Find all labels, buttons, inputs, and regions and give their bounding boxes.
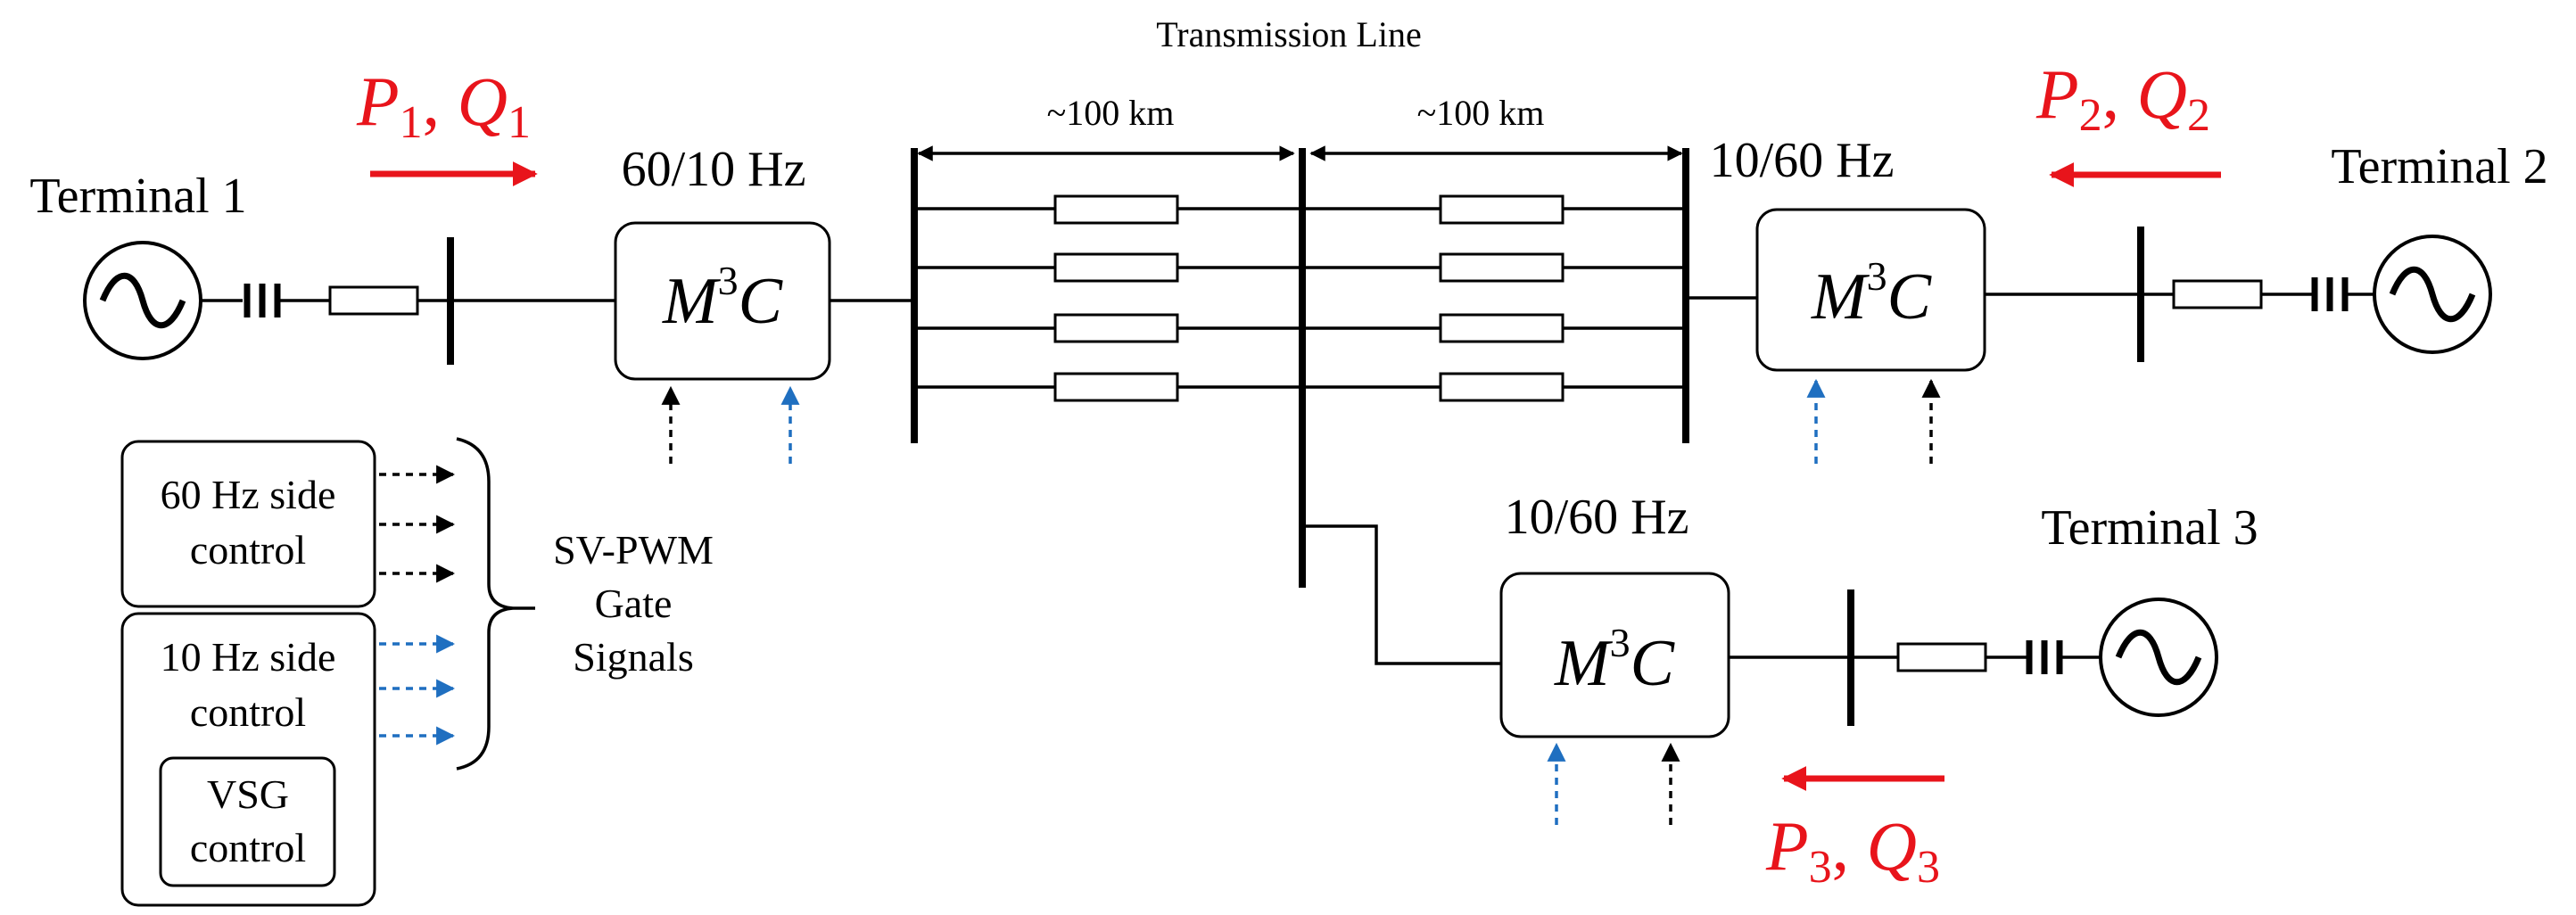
10hz-control-label-line1: 10 Hz side <box>161 634 336 680</box>
terminal-3-impedance-icon <box>1896 642 1987 672</box>
left-impedance-2 <box>1053 252 1179 283</box>
10hz-control-label-line2: control <box>190 689 306 735</box>
converter-3-frequency-label: 10/60 Hz <box>1505 490 1689 545</box>
terminal-1-impedance-icon <box>328 285 419 316</box>
power-flow-1-label: P1, Q1 <box>356 62 531 148</box>
left-impedance-1 <box>1053 194 1179 225</box>
right-impedance-1 <box>1439 194 1565 225</box>
right-impedance-3 <box>1439 313 1565 343</box>
gate-signals-label-line2: Gate <box>595 581 673 626</box>
terminal-1-ac-source-icon <box>83 241 202 360</box>
terminal-1-transformer-icon <box>244 284 281 317</box>
bus-to-c3-wire <box>1302 524 1501 665</box>
60hz-gate-signal-arrows <box>379 465 456 583</box>
terminal-2-impedance-icon <box>2172 279 2263 309</box>
converter-1-m3c-label: M3C <box>662 258 784 338</box>
converter-1-frequency-label: 60/10 Hz <box>622 142 806 197</box>
svg-text:P2, Q2: P2, Q2 <box>2035 55 2210 141</box>
10hz-gate-signal-arrows <box>379 634 456 746</box>
svg-text:P3, Q3: P3, Q3 <box>1765 807 1940 893</box>
terminal-3-label: Terminal 3 <box>2041 500 2258 556</box>
terminal-3-ac-source-icon <box>2099 598 2218 717</box>
right-span-impedances <box>1439 194 1565 402</box>
converter-2-m3c-label: M3C <box>1811 253 1933 334</box>
terminal-2-label: Terminal 2 <box>2331 139 2547 194</box>
vsg-control-label-line1: VSG <box>207 771 289 817</box>
power-flow-2-label: P2, Q2 <box>2035 55 2210 141</box>
60hz-control-label-line1: 60 Hz side <box>161 472 336 517</box>
terminal-2-ac-source-icon <box>2373 235 2492 354</box>
transmission-line-title: Transmission Line <box>1156 14 1421 54</box>
vsg-control-box <box>159 756 336 887</box>
left-span-impedances <box>1053 194 1179 402</box>
right-span-length-label: ~100 km <box>1417 93 1545 133</box>
svg-text:P1, Q1: P1, Q1 <box>356 62 531 148</box>
terminal-2-transformer-icon <box>2311 277 2349 311</box>
left-impedance-4 <box>1053 372 1179 402</box>
converter-2-frequency-label: 10/60 Hz <box>1710 133 1895 188</box>
right-impedance-2 <box>1439 252 1565 283</box>
gate-signals-label-line1: SV-PWM <box>553 527 714 573</box>
gate-signals-brace <box>456 437 514 771</box>
terminal-1-label: Terminal 1 <box>29 169 246 224</box>
converter-3-m3c-box <box>1499 572 1730 738</box>
left-impedance-3 <box>1053 313 1179 343</box>
60hz-side-control-box <box>120 440 376 608</box>
converter-3-m3c-label: M3C <box>1554 620 1676 700</box>
right-impedance-4 <box>1439 372 1565 402</box>
power-flow-3-label: P3, Q3 <box>1765 807 1940 893</box>
terminal-3-transformer-icon <box>2026 640 2063 674</box>
converter-2-m3c-box <box>1755 208 1986 372</box>
left-span-length-label: ~100 km <box>1047 93 1175 133</box>
vsg-control-label-line2: control <box>190 825 306 870</box>
gate-signals-label-line3: Signals <box>573 634 693 680</box>
60hz-control-label-line2: control <box>190 527 306 573</box>
